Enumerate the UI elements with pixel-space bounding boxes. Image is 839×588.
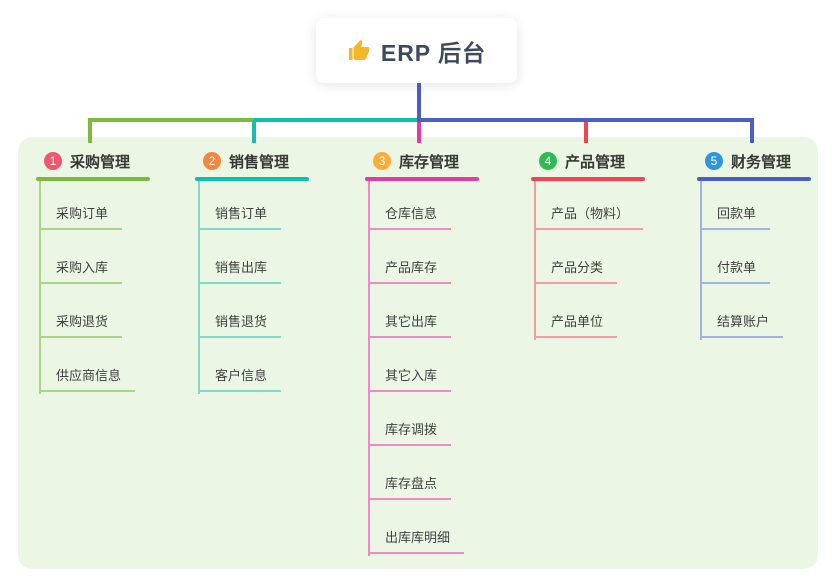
connector-drop-inventory bbox=[417, 122, 421, 143]
branch-children-connector bbox=[198, 181, 200, 394]
child-label: 产品库存 bbox=[385, 260, 438, 275]
child-item-other-inbound[interactable]: 其它入库 bbox=[368, 338, 452, 392]
branch-underline bbox=[697, 177, 811, 181]
child-label: 销售出库 bbox=[215, 260, 268, 275]
branch-sales-children: 销售订单 销售出库 销售退货 客户信息 bbox=[198, 181, 313, 394]
child-label: 客户信息 bbox=[215, 368, 268, 383]
connector-horizontal-purchase bbox=[88, 118, 256, 122]
branch-product: 4 产品管理 产品（物料） 产品分类 产品单位 bbox=[531, 149, 649, 340]
branch-underline bbox=[531, 177, 645, 181]
connector-drop-product bbox=[584, 122, 588, 143]
child-item-product-material[interactable]: 产品（物料） bbox=[534, 181, 644, 230]
child-item-customer-info[interactable]: 客户信息 bbox=[198, 338, 282, 392]
child-item-stock-transfer[interactable]: 库存调拨 bbox=[368, 392, 452, 446]
child-item-supplier-info[interactable]: 供应商信息 bbox=[39, 338, 136, 392]
connector-drop-purchase bbox=[88, 118, 92, 143]
branch-purchase-children: 采购订单 采购入库 采购退货 供应商信息 bbox=[39, 181, 154, 394]
branch-children-connector bbox=[39, 181, 41, 394]
branch-inventory-children: 仓库信息 产品库存 其它出库 其它入库 库存调拨 库存盘点 出库库明细 bbox=[368, 181, 483, 556]
child-label: 库存调拨 bbox=[385, 422, 438, 437]
connector-drop-finance bbox=[750, 118, 754, 143]
branch-label: 财务管理 bbox=[731, 153, 792, 171]
mindmap-panel bbox=[18, 137, 818, 569]
child-item-purchase-return[interactable]: 采购退货 bbox=[39, 284, 123, 338]
branch-finance: 5 财务管理 回款单 付款单 结算账户 bbox=[697, 149, 815, 340]
child-label: 产品（物料） bbox=[551, 206, 630, 221]
child-label: 结算账户 bbox=[717, 314, 770, 329]
child-label: 仓库信息 bbox=[385, 206, 438, 221]
branch-underline bbox=[195, 177, 309, 181]
child-label: 销售退货 bbox=[215, 314, 268, 329]
branch-label: 产品管理 bbox=[565, 153, 626, 171]
child-item-payment-order[interactable]: 付款单 bbox=[700, 230, 771, 284]
child-item-receipt-order[interactable]: 回款单 bbox=[700, 181, 771, 230]
child-item-sales-return[interactable]: 销售退货 bbox=[198, 284, 282, 338]
branch-inventory: 3 库存管理 仓库信息 产品库存 其它出库 其它入库 库存调拨 库存盘点 出库库… bbox=[365, 149, 483, 556]
branch-finance-children: 回款单 付款单 结算账户 bbox=[700, 181, 815, 340]
root-node[interactable]: ERP 后台 bbox=[316, 18, 517, 83]
child-item-product-category[interactable]: 产品分类 bbox=[534, 230, 618, 284]
branch-children-connector bbox=[534, 181, 536, 340]
child-label: 付款单 bbox=[717, 260, 757, 275]
child-label: 回款单 bbox=[717, 206, 757, 221]
branch-children-connector bbox=[368, 181, 370, 556]
branch-product-children: 产品（物料） 产品分类 产品单位 bbox=[534, 181, 649, 340]
child-item-warehouse-info[interactable]: 仓库信息 bbox=[368, 181, 452, 230]
branch-underline bbox=[36, 177, 150, 181]
branch-finance-header[interactable]: 5 财务管理 bbox=[697, 149, 815, 173]
root-title: ERP 后台 bbox=[380, 39, 487, 66]
connector-horizontal-right bbox=[417, 118, 754, 122]
branch-number-badge: 4 bbox=[539, 152, 557, 170]
branch-number-badge: 5 bbox=[705, 152, 723, 170]
branch-number-badge: 3 bbox=[373, 152, 391, 170]
connector-horizontal-sales bbox=[254, 118, 419, 122]
child-label: 其它出库 bbox=[385, 314, 438, 329]
child-label: 采购退货 bbox=[56, 314, 109, 329]
child-item-stock-check[interactable]: 库存盘点 bbox=[368, 446, 452, 500]
branch-number-badge: 1 bbox=[44, 152, 62, 170]
branch-underline bbox=[365, 177, 479, 181]
child-label: 产品分类 bbox=[551, 260, 604, 275]
child-item-other-outbound[interactable]: 其它出库 bbox=[368, 284, 452, 338]
branch-label: 库存管理 bbox=[399, 153, 460, 171]
thumbs-up-icon bbox=[348, 39, 370, 60]
connector-drop-sales bbox=[252, 120, 256, 143]
child-item-sales-order[interactable]: 销售订单 bbox=[198, 181, 282, 230]
child-label: 销售订单 bbox=[215, 206, 268, 221]
child-item-sales-outbound[interactable]: 销售出库 bbox=[198, 230, 282, 284]
child-label: 其它入库 bbox=[385, 368, 438, 383]
child-item-product-unit[interactable]: 产品单位 bbox=[534, 284, 618, 338]
child-label: 库存盘点 bbox=[385, 476, 438, 491]
child-item-product-stock[interactable]: 产品库存 bbox=[368, 230, 452, 284]
branch-sales-header[interactable]: 2 销售管理 bbox=[195, 149, 313, 173]
branch-product-header[interactable]: 4 产品管理 bbox=[531, 149, 649, 173]
child-item-outbound-detail[interactable]: 出库库明细 bbox=[368, 500, 465, 554]
child-label: 供应商信息 bbox=[56, 368, 122, 383]
child-item-purchase-order[interactable]: 采购订单 bbox=[39, 181, 123, 230]
branch-purchase: 1 采购管理 采购订单 采购入库 采购退货 供应商信息 bbox=[36, 149, 154, 394]
branch-label: 采购管理 bbox=[70, 153, 131, 171]
child-item-settlement-account[interactable]: 结算账户 bbox=[700, 284, 784, 338]
branch-sales: 2 销售管理 销售订单 销售出库 销售退货 客户信息 bbox=[195, 149, 313, 394]
child-label: 采购入库 bbox=[56, 260, 109, 275]
branch-number-badge: 2 bbox=[203, 152, 221, 170]
branch-label: 销售管理 bbox=[229, 153, 290, 171]
child-label: 产品单位 bbox=[551, 314, 604, 329]
root-connector-line bbox=[417, 83, 421, 122]
branch-purchase-header[interactable]: 1 采购管理 bbox=[36, 149, 154, 173]
child-label: 采购订单 bbox=[56, 206, 109, 221]
child-label: 出库库明细 bbox=[385, 530, 451, 545]
branch-children-connector bbox=[700, 181, 702, 340]
child-item-purchase-inbound[interactable]: 采购入库 bbox=[39, 230, 123, 284]
branch-inventory-header[interactable]: 3 库存管理 bbox=[365, 149, 483, 173]
